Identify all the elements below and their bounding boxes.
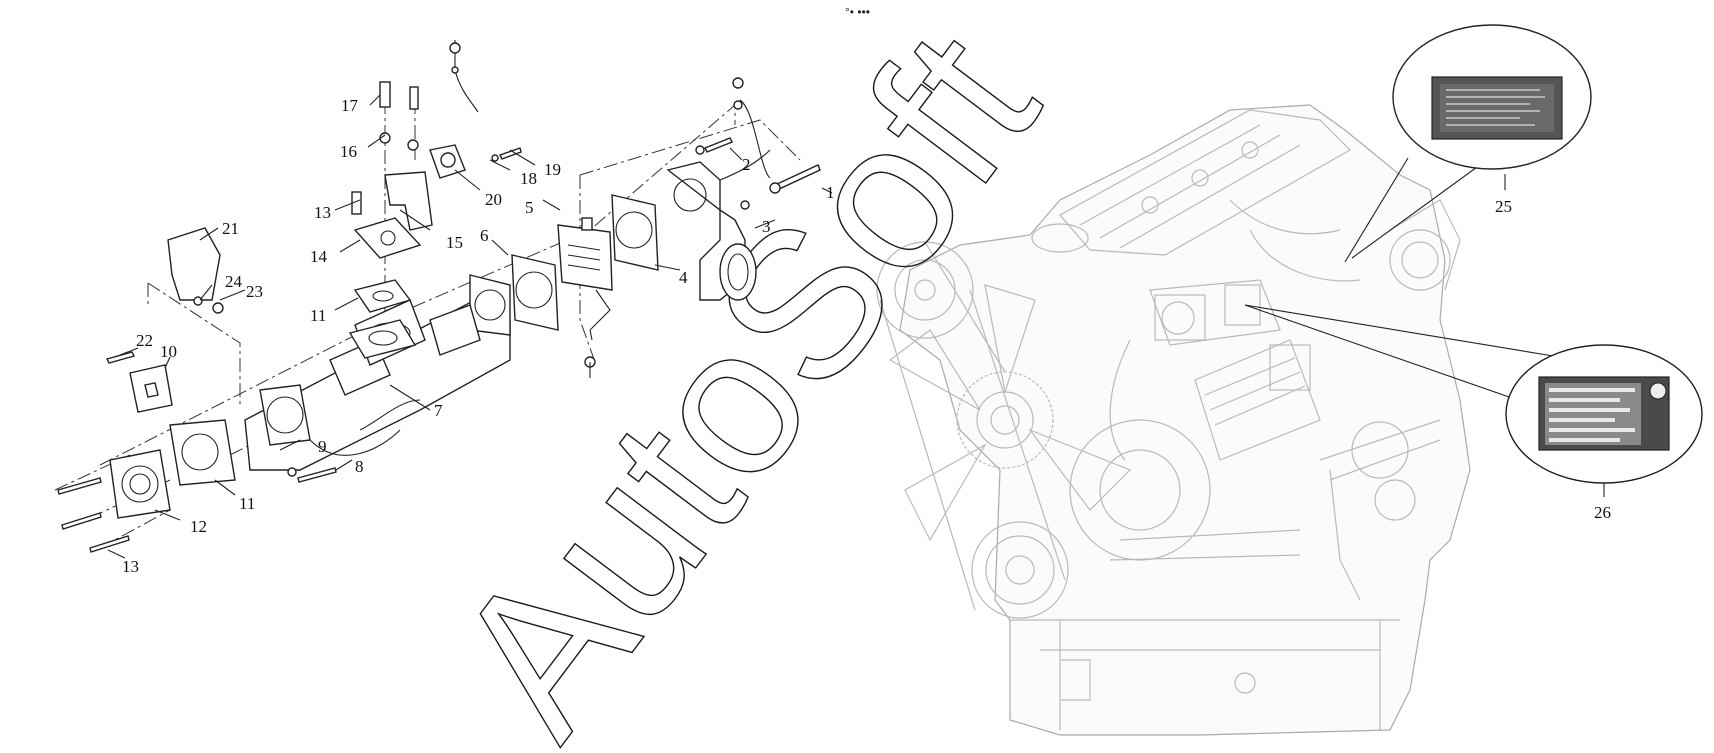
callout-1: 1 bbox=[826, 183, 835, 202]
callout-9: 9 bbox=[318, 437, 327, 456]
callout-22: 22 bbox=[136, 331, 153, 350]
callout-3: 3 bbox=[762, 217, 771, 236]
callout-11-upper: 11 bbox=[310, 306, 326, 325]
callout-13-lower: 13 bbox=[122, 557, 139, 576]
callout-17: 17 bbox=[341, 96, 359, 115]
callout-26: 26 bbox=[1594, 503, 1611, 522]
callout-25: 25 bbox=[1495, 197, 1512, 216]
callout-2: 2 bbox=[742, 155, 751, 174]
callout-15: 15 bbox=[446, 233, 463, 252]
callout-23: 23 bbox=[246, 282, 263, 301]
callout-24: 24 bbox=[225, 272, 243, 291]
callout-13-upper: 13 bbox=[314, 203, 331, 222]
callout-20: 20 bbox=[485, 190, 502, 209]
callout-19: 19 bbox=[544, 160, 561, 179]
callout-5: 5 bbox=[525, 198, 534, 217]
exploded-parts bbox=[54, 40, 821, 553]
callout-18: 18 bbox=[520, 169, 537, 188]
callout-14: 14 bbox=[310, 247, 328, 266]
leader-lines bbox=[107, 94, 833, 559]
callout-7: 7 bbox=[434, 401, 443, 420]
callout-8: 8 bbox=[355, 457, 364, 476]
callout-numbers: 1 2 3 4 5 6 7 8 9 10 11 11 12 13 13 14 1… bbox=[122, 96, 1611, 576]
callout-4: 4 bbox=[679, 268, 688, 287]
engine-illustration bbox=[876, 104, 1471, 736]
callout-12: 12 bbox=[190, 517, 207, 536]
callout-6: 6 bbox=[480, 226, 489, 245]
callout-16: 16 bbox=[340, 142, 357, 161]
corner-mark: °• ••• bbox=[845, 5, 870, 19]
label-plate-25-callout bbox=[1344, 24, 1592, 263]
callout-11-lower: 11 bbox=[239, 494, 255, 513]
callout-21: 21 bbox=[222, 219, 239, 238]
label-plate-26-callout bbox=[1244, 304, 1703, 497]
callout-10: 10 bbox=[160, 342, 177, 361]
